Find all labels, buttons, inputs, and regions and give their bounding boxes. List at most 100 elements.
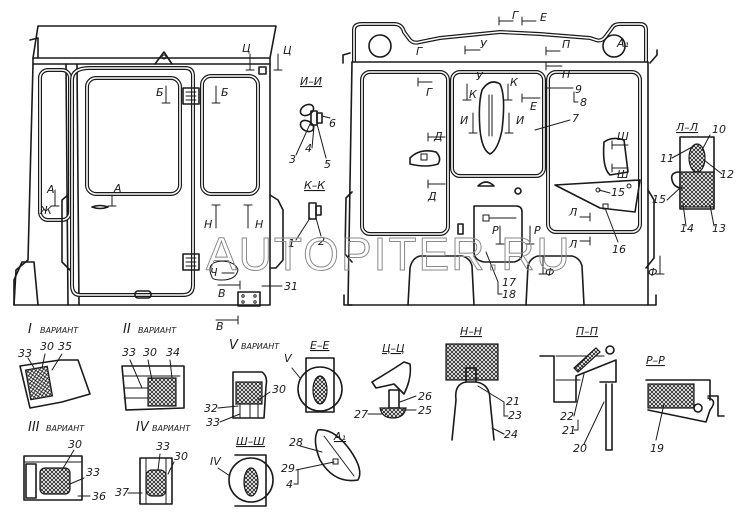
section-shsh-title: Ш–Ш — [236, 435, 265, 448]
mark-g-top: Г — [512, 9, 519, 22]
side-view — [13, 25, 284, 307]
watermark: AUTOPITER.RU — [206, 228, 572, 280]
mark-v-1: В — [218, 287, 226, 300]
part-31: 31 — [284, 280, 298, 293]
part-37: 37 — [115, 486, 129, 499]
mark-g-3: Г — [426, 86, 433, 99]
ee-roman-mark: V — [284, 352, 293, 365]
variant-5-roman: V — [229, 338, 239, 353]
part-13: 13 — [712, 222, 726, 235]
part-7: 7 — [572, 112, 579, 125]
section-ee-title: Е–Е — [310, 339, 329, 352]
variant-2-roman: II — [123, 322, 131, 337]
mark-n-2: Н — [255, 218, 263, 231]
mark-r-1: Р — [492, 224, 499, 237]
part-18: 18 — [502, 288, 516, 301]
variant-1-roman: I — [28, 322, 32, 337]
mark-p-2: П — [562, 68, 570, 81]
mark-l-2: Л — [568, 238, 577, 251]
part-9: 9 — [575, 83, 582, 96]
mark-f-1: Ф — [545, 266, 554, 279]
section-pp-title: П–П — [576, 325, 598, 338]
mark-n-1: Н — [204, 218, 212, 231]
section-pp: П–П 22 21 20 — [539, 325, 617, 455]
mark-e-top: Е — [540, 11, 547, 24]
mark-f-2: Ф — [648, 266, 657, 279]
variant-5-word: ВАРИАНТ — [241, 342, 280, 351]
mark-u-top: У — [480, 38, 488, 51]
section-rr: Р–Р 19 — [645, 354, 725, 455]
mark-d-2: Д — [427, 190, 437, 203]
part-23: 23 — [508, 409, 522, 422]
section-a1-title: А₁ — [333, 430, 346, 443]
mark-i-1: И — [460, 114, 468, 127]
part-1: 1 — [288, 237, 295, 250]
section-ii-title: И–И — [300, 75, 322, 88]
part-34: 34 — [166, 346, 180, 359]
section-a1: А₁ 28 29 4 — [281, 429, 361, 491]
part-30-v1: 30 — [40, 340, 54, 353]
mark-i-2: И — [516, 114, 524, 127]
part-33-v3: 33 — [86, 466, 100, 479]
part-4: 4 — [305, 142, 312, 155]
mark-a1: А₁ — [616, 37, 629, 50]
part-35: 35 — [58, 340, 72, 353]
part-27: 27 — [354, 408, 368, 421]
variant-4-word: ВАРИАНТ — [152, 424, 191, 433]
mark-b-2: Б — [221, 86, 229, 99]
part-26: 26 — [418, 390, 432, 403]
mark-k-1: К — [469, 88, 478, 101]
part-19: 19 — [650, 442, 664, 455]
rear-view — [342, 22, 658, 306]
part-10: 10 — [712, 123, 726, 136]
section-ii: И–И 3 4 5 6 — [289, 75, 336, 171]
part-11: 11 — [660, 152, 674, 165]
section-kk-title: К–К — [304, 179, 326, 192]
variant-4-roman: IV — [136, 420, 150, 435]
part-15-b: 15 — [652, 193, 666, 206]
mark-ts-1: Ц — [242, 42, 251, 55]
part-15-a: 15 — [611, 186, 625, 199]
part-6: 6 — [329, 117, 336, 130]
part-16: 16 — [612, 243, 626, 256]
shsh-roman-mark: IV — [210, 455, 222, 468]
part-21-nn: 21 — [506, 395, 520, 408]
part-33-v4: 33 — [156, 440, 170, 453]
rear-view-section-marks: Г Е Г У П П Г У К К И И Е Д Д Ш Ш Л Л Р — [416, 9, 665, 301]
variant-3-roman: III — [28, 420, 40, 435]
variant-1-word: ВАРИАНТ — [40, 326, 79, 335]
mark-l-1: Л — [568, 206, 577, 219]
mark-u-2: У — [476, 70, 484, 83]
mark-ch: Ч — [210, 266, 218, 279]
variant-4-section: IV ВАРИАНТ 33 30 37 — [115, 420, 191, 505]
mark-sh-2: Ш — [617, 168, 629, 181]
variant-5-section: V ВАРИАНТ 32 33 30 — [204, 338, 286, 429]
mark-g-2: Г — [416, 45, 423, 58]
part-8: 8 — [580, 96, 587, 109]
part-20: 20 — [573, 442, 587, 455]
part-33-v2: 33 — [122, 346, 136, 359]
mark-k-2: К — [510, 76, 519, 89]
section-ll-title: Л–Л — [675, 121, 698, 134]
variant-1-section: I ВАРИАНТ 33 30 35 — [18, 322, 91, 409]
part-12: 12 — [720, 168, 734, 181]
variant-2-section: II ВАРИАНТ 33 30 34 — [121, 322, 185, 411]
mark-a-2: А — [113, 182, 122, 195]
part-3: 3 — [289, 153, 296, 166]
part-29: 29 — [281, 462, 295, 475]
section-ll: Л–Л 10 11 12 15 14 13 — [652, 121, 734, 235]
mark-ts-2: Ц — [283, 44, 292, 57]
mark-p-1: П — [562, 38, 570, 51]
part-30-v2: 30 — [143, 346, 157, 359]
part-22: 22 — [560, 410, 574, 423]
side-view-section-marks: Ц Ц Б Б А А Ж Н Н Ч В В 31 — [39, 42, 298, 333]
section-kk: К–К 1 2 — [288, 179, 326, 250]
mark-zh: Ж — [39, 204, 53, 217]
part-30-v3: 30 — [68, 438, 82, 451]
variant-3-section: III ВАРИАНТ 30 33 36 — [23, 420, 106, 503]
part-2: 2 — [318, 235, 325, 248]
mark-e-2: Е — [530, 100, 537, 113]
part-36: 36 — [92, 490, 106, 503]
part-25: 25 — [418, 404, 432, 417]
